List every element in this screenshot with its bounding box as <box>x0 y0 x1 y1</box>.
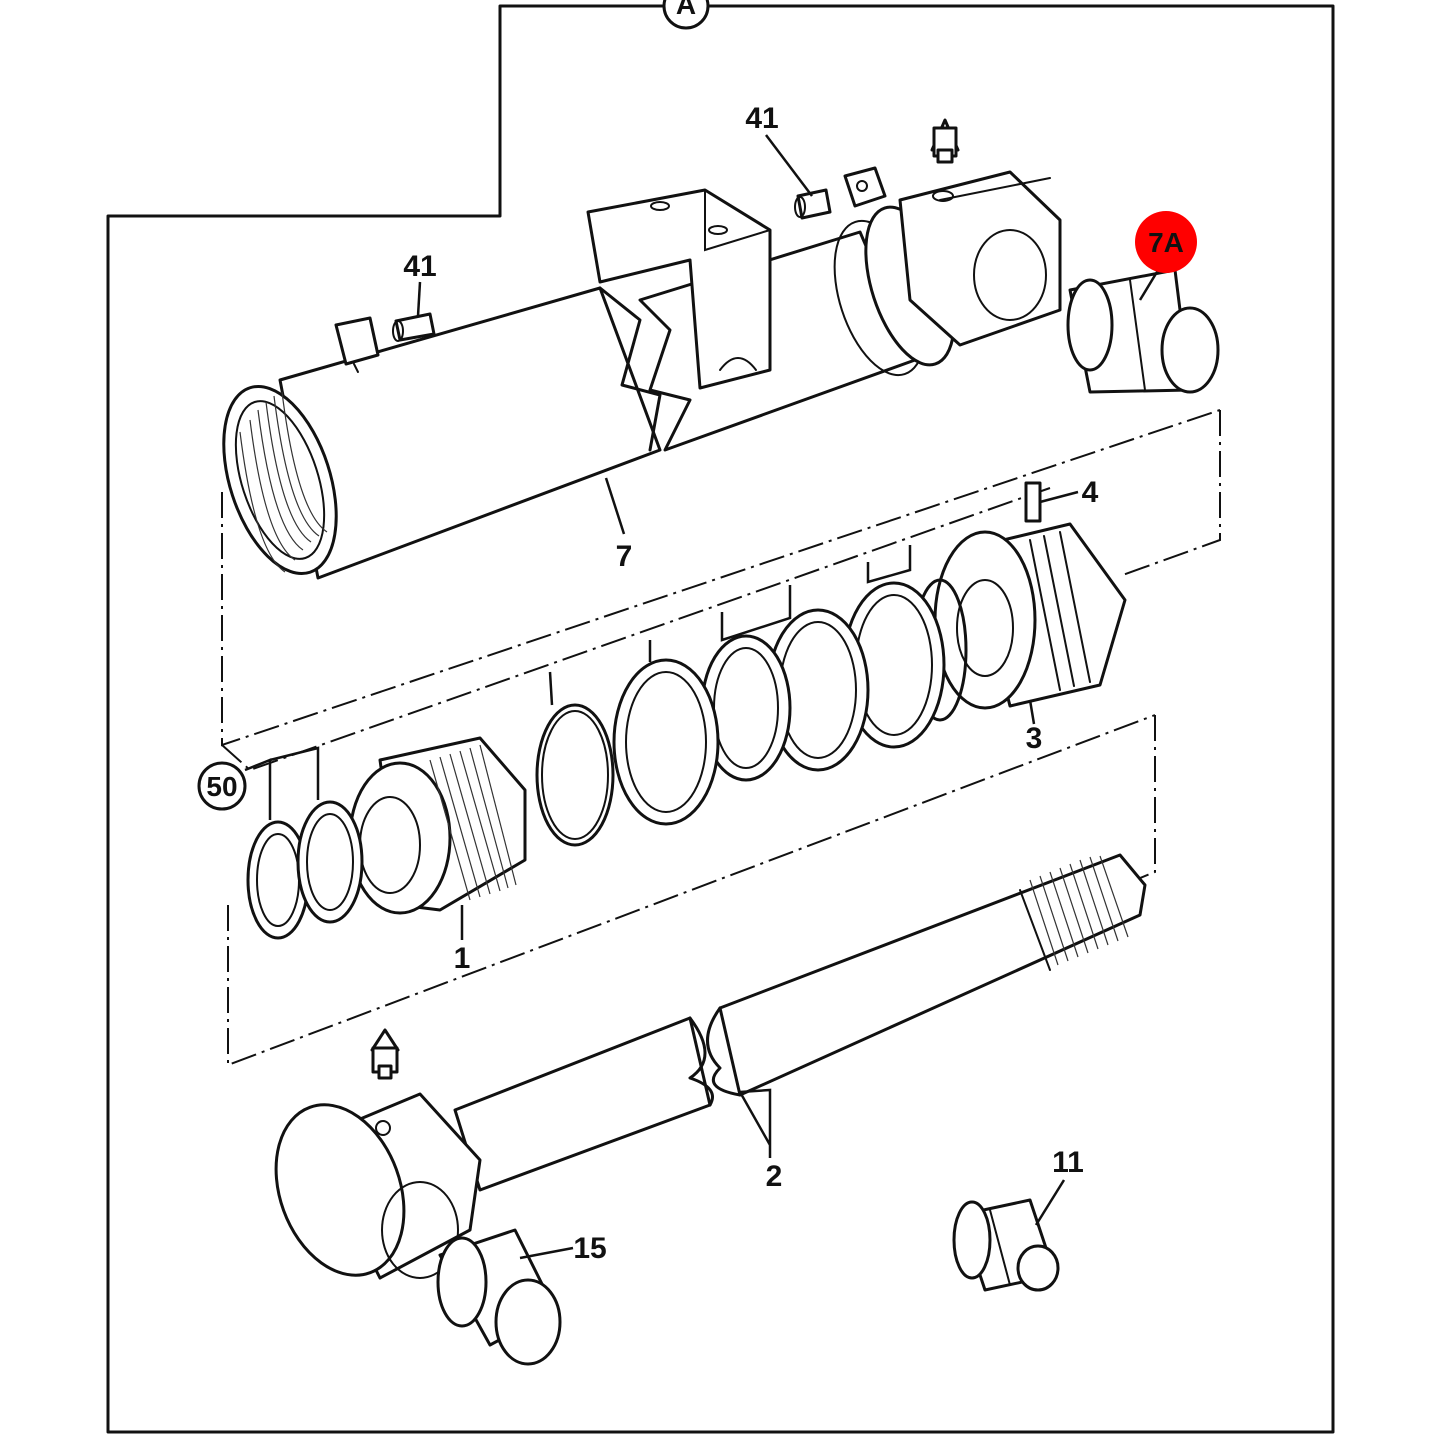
label-7a: 7A <box>1148 227 1184 258</box>
gland-rings <box>246 800 364 940</box>
label-7: 7 <box>616 540 633 573</box>
piston <box>933 481 1127 710</box>
label-50: 50 <box>206 771 237 802</box>
leader-lines <box>244 134 1165 1260</box>
callout-50: 50 <box>197 761 247 811</box>
fitting-11 <box>952 1198 1060 1292</box>
label-41-top: 41 <box>745 102 778 135</box>
label-15: 15 <box>573 1232 606 1265</box>
seal-rings <box>535 578 968 847</box>
label-41-left: 41 <box>403 250 436 283</box>
label-4: 4 <box>1082 476 1099 509</box>
label-1: 1 <box>454 942 471 975</box>
bush-7a <box>1066 268 1220 394</box>
section-ref-label: A <box>676 0 696 20</box>
bush-15 <box>436 1228 562 1366</box>
gland <box>348 736 527 915</box>
diagram-frame <box>106 4 1335 1434</box>
assembly-guide-lines <box>221 409 1221 1067</box>
label-3: 3 <box>1026 722 1043 755</box>
label-2: 2 <box>766 1160 783 1193</box>
piston-rod <box>274 853 1147 1280</box>
section-ref-a: A <box>662 0 710 30</box>
label-11: 11 <box>1052 1146 1084 1179</box>
callout-7a-highlight: 7A <box>1135 211 1197 273</box>
cylinder-barrel <box>222 118 1062 580</box>
